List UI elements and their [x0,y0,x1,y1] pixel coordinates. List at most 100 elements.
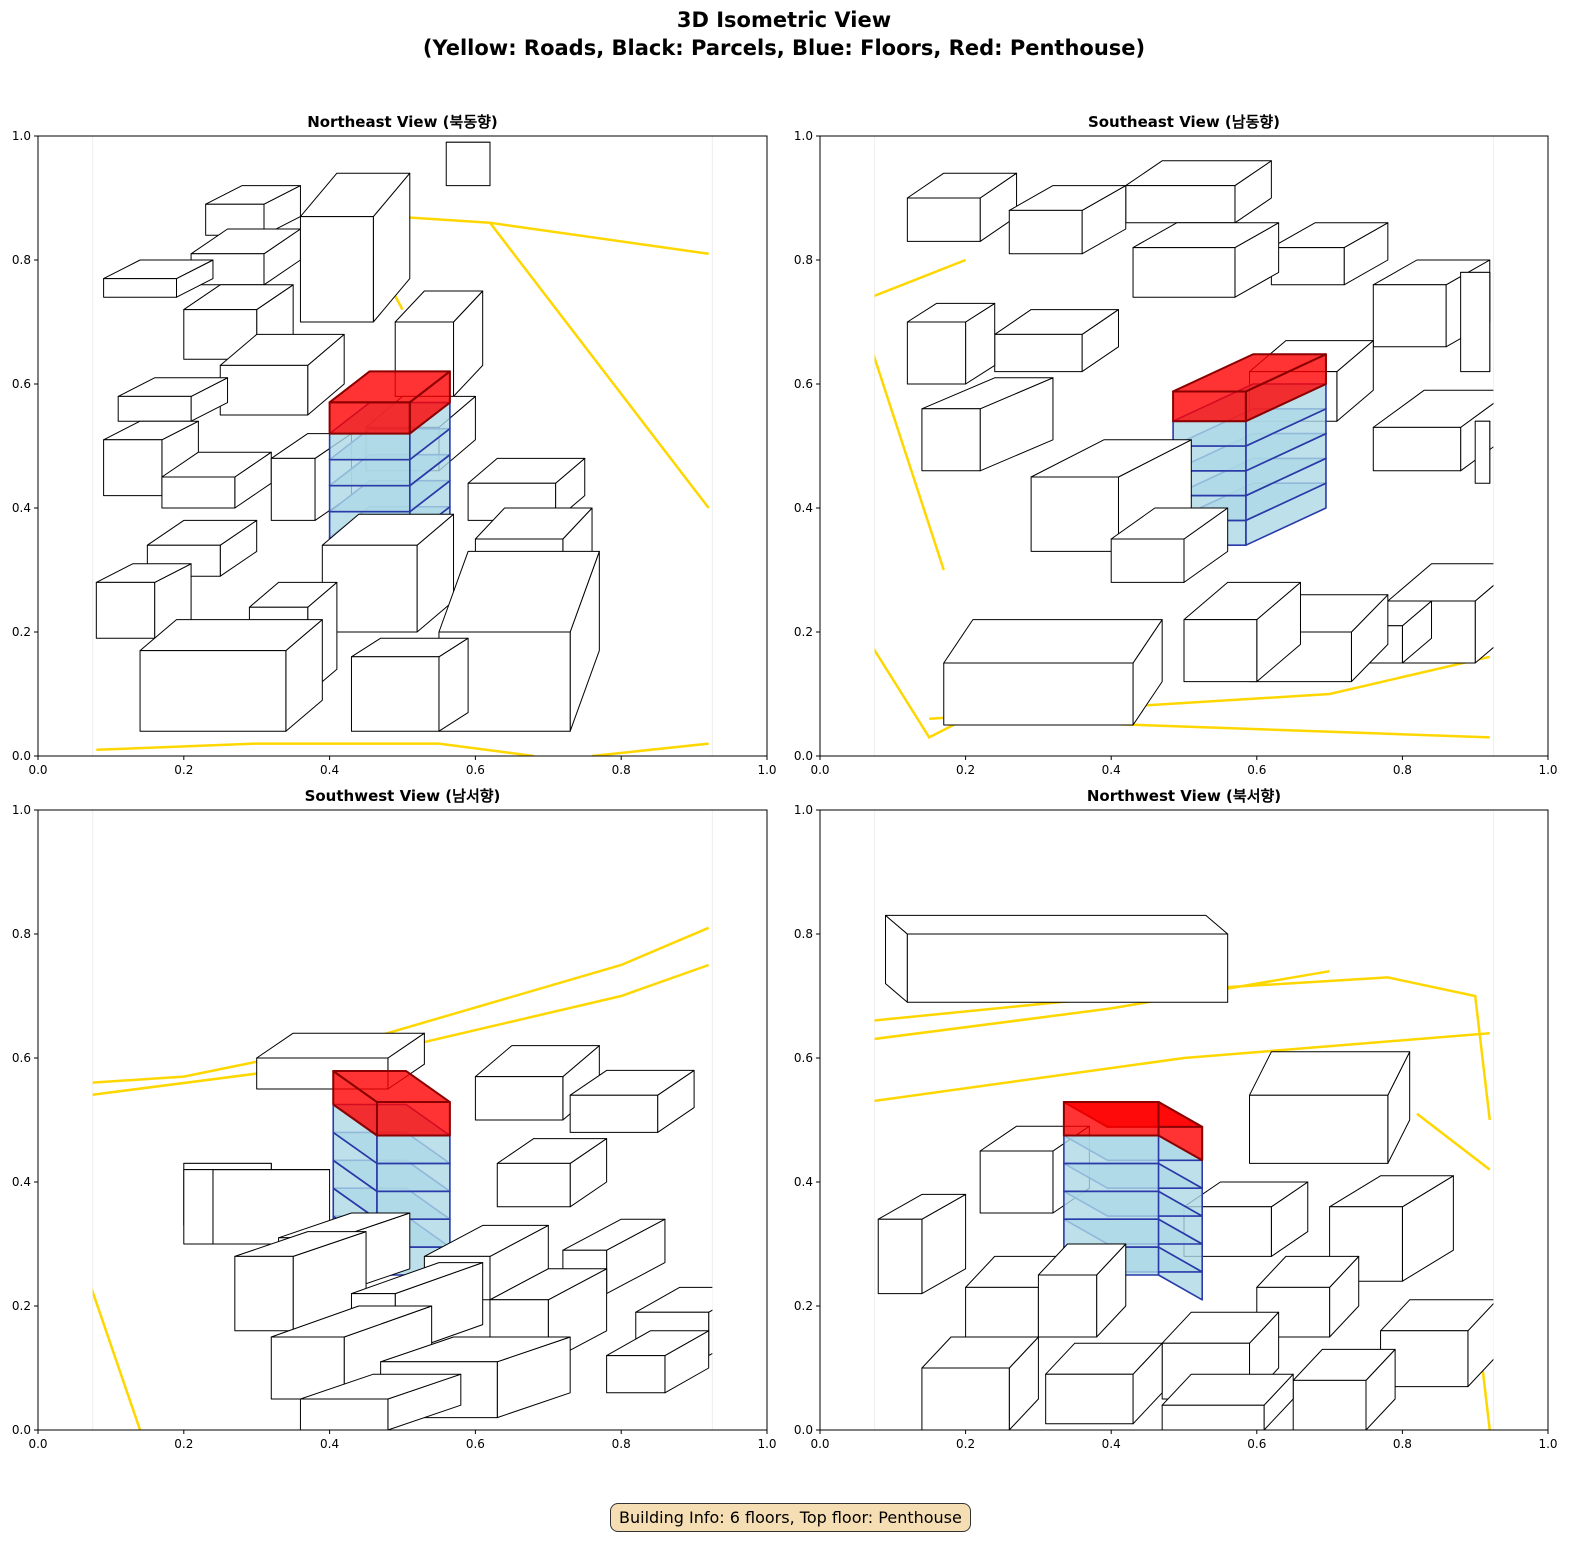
parcel-building [438,550,600,732]
parcel-building [183,1169,331,1245]
y-tick-label: 0.4 [794,1175,813,1189]
front-face [906,321,967,385]
front-face [1172,390,1247,423]
y-tick-label: 0.2 [794,625,813,639]
y-tick-label: 1.0 [12,129,31,143]
figure-title-line2: (Yellow: Roads, Black: Parcels, Blue: Fl… [422,36,1146,60]
figure-title-line1: 3D Isometric View [676,8,892,32]
front-face [979,1150,1054,1214]
parcel-building [921,377,1054,472]
front-face [103,439,163,497]
floor-5 [1063,1134,1203,1189]
front-face [219,364,309,416]
front-face [445,141,491,187]
road-line [1416,1112,1491,1171]
front-face [1249,1094,1389,1164]
front-face [299,216,374,323]
penthouse [332,1070,451,1137]
road-line [96,742,534,756]
front-face [139,650,287,732]
parcel-building [299,172,411,323]
x-tick-label: 0.8 [612,763,631,777]
plot-content [92,926,713,1430]
parcel-building [1161,1373,1294,1430]
front-face [350,656,440,732]
y-tick-label: 0.0 [12,749,31,763]
x-tick-label: 0.4 [1102,763,1121,777]
front-face [1161,1404,1265,1430]
plot-content [95,141,710,756]
building-info-box: Building Info: 6 floors, Top floor: Pent… [610,1503,971,1532]
y-tick-label: 0.2 [12,1299,31,1313]
front-face [606,1355,666,1394]
subplot-title: Southwest View (남서향) [305,787,501,805]
parcel-building [906,302,996,385]
parcel-building [1474,420,1491,484]
y-tick-label: 0.0 [794,749,813,763]
y-tick-label: 0.2 [12,625,31,639]
front-face [376,1162,451,1193]
front-face [1063,1162,1160,1193]
road-line [874,258,967,298]
road-line [92,1287,142,1430]
subplot-title: Northwest View (북서향) [1087,787,1281,805]
road-line [92,963,710,1096]
y-tick-label: 0.8 [12,253,31,267]
x-tick-label: 1.0 [757,763,776,777]
front-face [1372,284,1447,348]
x-tick-label: 0.6 [1247,1437,1266,1451]
x-tick-label: 1.0 [1538,763,1557,777]
penthouse [1062,1101,1204,1162]
x-tick-label: 0.4 [320,1437,339,1451]
parcel-building [467,457,586,521]
x-tick-label: 0.2 [956,1437,975,1451]
parcel-building [1110,507,1229,583]
road-line [874,969,1330,1041]
y-tick-label: 0.8 [12,927,31,941]
floor-4 [1063,1162,1203,1217]
x-tick-label: 0.8 [1393,1437,1412,1451]
parcel-building [1183,1181,1309,1257]
front-face [1125,185,1236,224]
front-face [906,933,1229,1003]
parcel-building [321,513,455,633]
y-tick-label: 0.6 [794,377,813,391]
plot-content [874,160,1494,740]
y-tick-label: 0.0 [794,1423,813,1437]
road-line [874,1031,1490,1103]
front-face [1063,1190,1160,1220]
front-face [1030,476,1119,552]
front-face [328,458,411,487]
parcel-building [445,141,491,187]
front-face [328,432,411,461]
front-face [1063,1134,1160,1165]
x-tick-label: 0.6 [1247,763,1266,777]
y-tick-label: 0.8 [794,927,813,941]
parcel-building [994,309,1119,373]
plot-content [874,914,1494,1430]
parcel-building [496,1138,608,1208]
parcel-building [161,451,272,509]
y-tick-label: 0.8 [794,253,813,267]
x-tick-label: 0.6 [466,1437,485,1451]
top-face [943,619,1163,664]
parcel-building [606,1330,710,1394]
top-face [885,914,1229,935]
y-tick-label: 0.6 [12,377,31,391]
front-face [1270,247,1345,286]
front-face [1372,426,1462,472]
road-line [874,353,945,571]
front-face [299,1398,389,1430]
axes-frame [819,135,1549,757]
front-face [921,1367,1010,1430]
parcel-building [921,1336,1039,1430]
road-line [488,222,710,509]
parcel-building [103,259,214,298]
front-face [1460,271,1491,373]
y-tick-label: 1.0 [794,129,813,143]
parcel-building [1045,1342,1163,1425]
